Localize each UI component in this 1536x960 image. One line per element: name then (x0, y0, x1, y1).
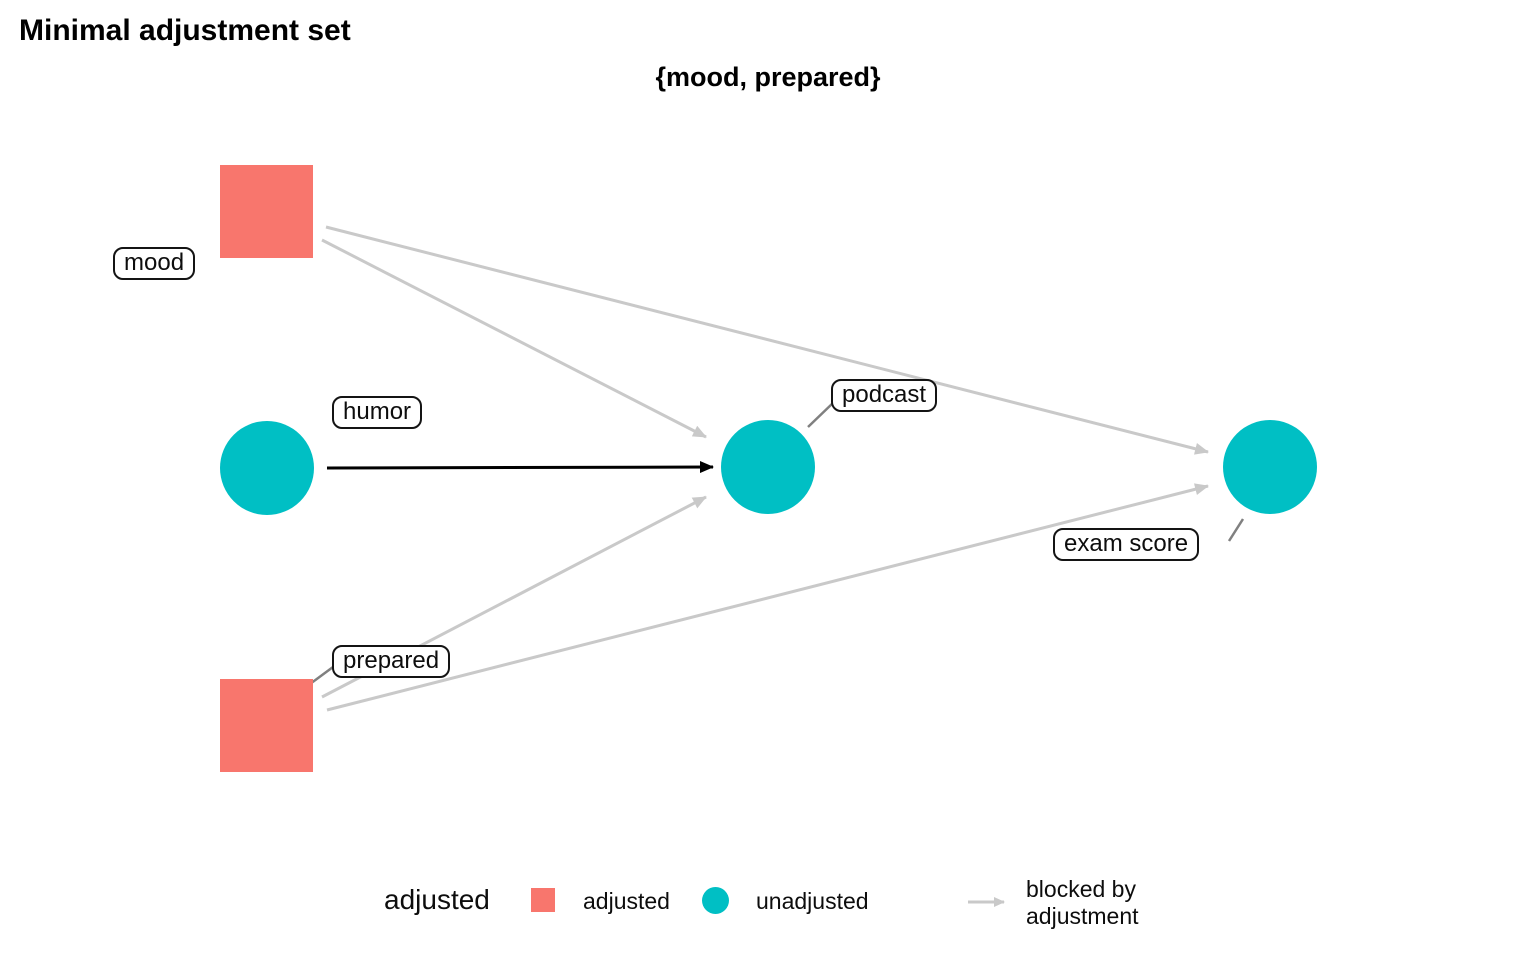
plot-title: Minimal adjustment set (19, 14, 351, 47)
legend-adjusted-label: adjusted (583, 888, 670, 914)
edge-mood-examscore (325, 225, 1209, 455)
leader-podcast-label (807, 401, 835, 428)
legend-unadjusted-label: unadjusted (756, 888, 869, 914)
legend-unadjusted-swatch (702, 887, 729, 914)
leader-examscore-label (1227, 518, 1245, 542)
legend-adjusted-swatch (531, 888, 555, 912)
node-prepared (220, 679, 313, 772)
edge-humor-podcast (326, 461, 714, 474)
leader-prepared-label (309, 665, 334, 686)
edge-mood-podcast (321, 238, 707, 439)
legend-blocked-label: blocked by adjustment (1026, 876, 1139, 929)
node-label-exam-score: exam score (1053, 528, 1200, 561)
node-exam-score (1223, 420, 1317, 514)
node-label-mood: mood (113, 247, 196, 280)
legend-title: adjusted (384, 884, 490, 915)
node-label-prepared: prepared (332, 645, 451, 678)
node-label-humor: humor (332, 396, 423, 429)
node-label-podcast: podcast (831, 379, 938, 412)
edge-prepared-examscore (326, 483, 1209, 712)
adjustment-set-subtitle: {mood, prepared} (655, 62, 881, 92)
node-mood (220, 165, 313, 258)
node-podcast (721, 420, 815, 514)
node-humor (220, 421, 314, 515)
